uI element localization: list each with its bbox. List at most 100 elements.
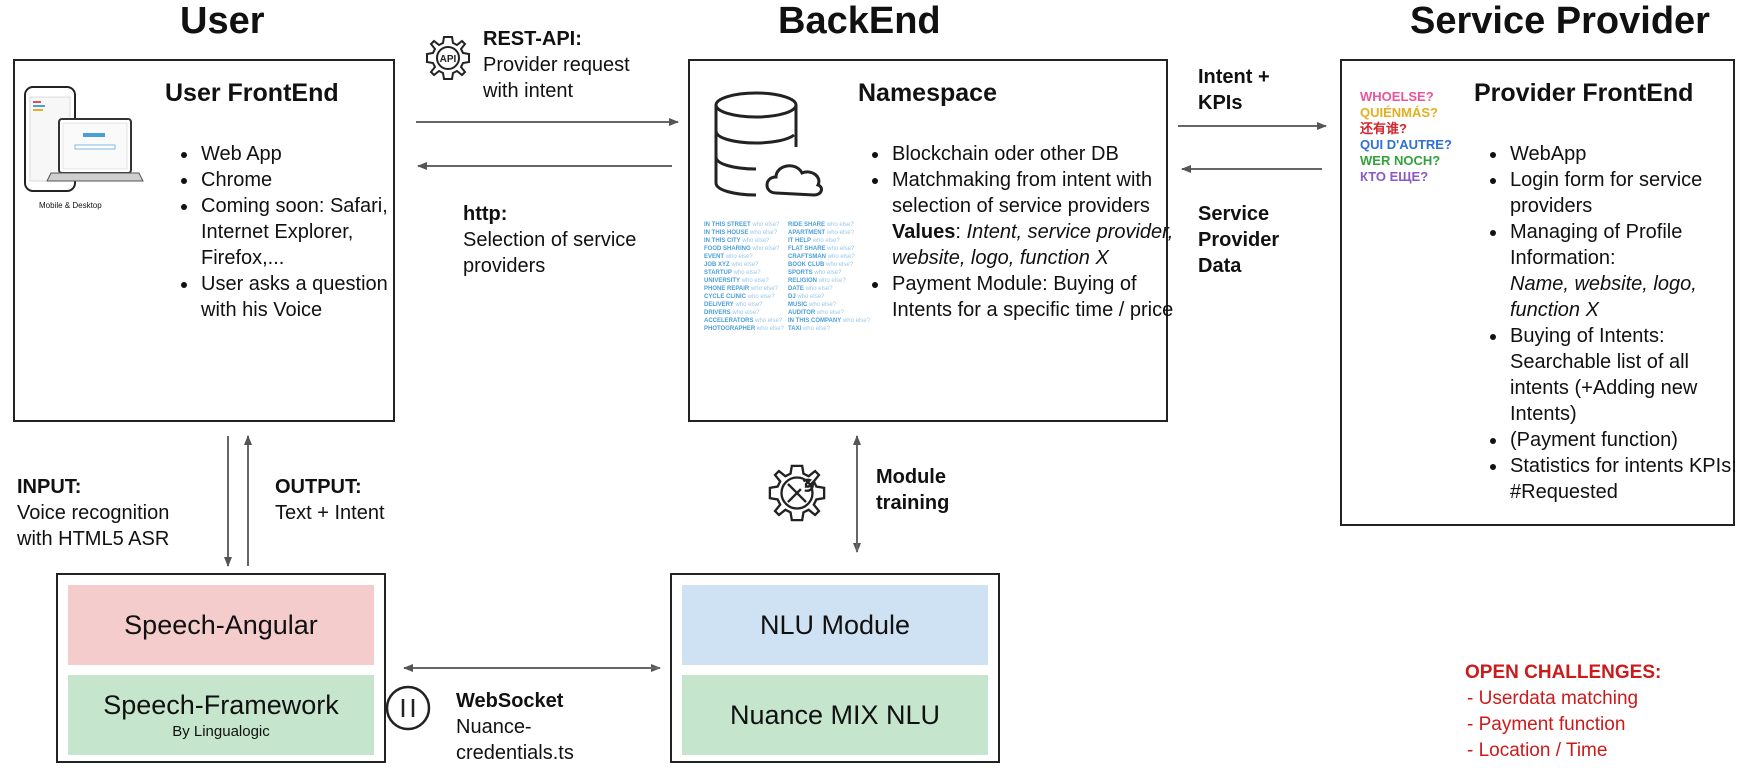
tiny-intent-label: DRIVERS bbox=[704, 310, 731, 316]
websocket-text: Nuance-credentials.ts bbox=[456, 716, 574, 764]
websocket-title: WebSocket bbox=[456, 690, 564, 712]
tiny-intent-suffix: who else? bbox=[742, 238, 770, 244]
header-user: User bbox=[180, 0, 265, 42]
intent-list-thumbnail: IN THIS STREET who else?IN THIS HOUSE wh… bbox=[704, 221, 870, 332]
tiny-intent-suffix: who else? bbox=[814, 270, 842, 276]
tiny-intent-row: FLAT SHARE who else? bbox=[788, 245, 870, 253]
tiny-intent-label: RELIGION bbox=[788, 278, 818, 284]
tiny-intent-suffix: who else? bbox=[741, 278, 769, 284]
list-item: (Payment function) bbox=[1508, 427, 1738, 453]
tiny-intent-suffix: who else? bbox=[750, 230, 778, 236]
list-item: Buying of Intents: Searchable list of al… bbox=[1508, 323, 1738, 427]
http-text: Selection of service providers bbox=[463, 229, 637, 277]
list-item-text: Matchmaking from intent with selection o… bbox=[892, 169, 1153, 217]
tiny-intent-label: APARTMENT bbox=[788, 230, 826, 236]
tiny-intent-label: DJ bbox=[788, 294, 796, 300]
tiny-intent-label: IN THIS COMPANY bbox=[788, 318, 842, 324]
tiny-intent-suffix: who else? bbox=[733, 270, 761, 276]
tiny-intent-label: JOB XYZ bbox=[704, 262, 730, 268]
nuance-block: Nuance MIX NLU bbox=[682, 675, 988, 755]
tiny-intent-suffix: who else? bbox=[826, 222, 854, 228]
tiny-intent-row: ACCELERATORS who else? bbox=[704, 317, 784, 325]
tiny-intent-label: ACCELERATORS bbox=[704, 318, 754, 324]
nlu-module-block: NLU Module bbox=[682, 585, 988, 665]
user-frontend-title: User FrontEnd bbox=[165, 79, 339, 107]
input-title: INPUT: bbox=[17, 476, 82, 498]
list-item: WebApp bbox=[1508, 141, 1738, 167]
tiny-intent-suffix: who else? bbox=[755, 318, 783, 324]
speech-framework-label: Speech-Framework bbox=[103, 690, 339, 720]
namespace-box: IN THIS STREET who else?IN THIS HOUSE wh… bbox=[688, 59, 1173, 422]
speech-framework-block: Speech-Framework By Lingualogic bbox=[68, 675, 374, 755]
device-illustration-icon bbox=[23, 85, 145, 197]
tiny-intent-label: BOOK CLUB bbox=[788, 262, 825, 268]
device-caption: Mobile & Desktop bbox=[39, 201, 102, 210]
logo-line: QUIÉNMÁS? bbox=[1360, 105, 1438, 120]
websocket-icon bbox=[384, 684, 432, 732]
tiny-intent-row: TAXI who else? bbox=[788, 325, 870, 333]
header-service-provider: Service Provider bbox=[1410, 0, 1710, 42]
http-title: http: bbox=[463, 203, 508, 225]
tiny-intent-label: PHOTOGRAPHER bbox=[704, 326, 756, 332]
tiny-intent-row: BOOK CLUB who else? bbox=[788, 261, 870, 269]
list-item: Statistics for intents KPIs: #Requested bbox=[1508, 453, 1738, 505]
speech-box: Speech-Angular Speech-Framework By Lingu… bbox=[56, 573, 386, 763]
logo-line: WER NOCH? bbox=[1360, 153, 1441, 168]
tiny-intent-label: PHONE REPAIR bbox=[704, 286, 750, 292]
module-training-label: Module training bbox=[876, 466, 950, 514]
tiny-intent-row: IT HELP who else? bbox=[788, 237, 870, 245]
tiny-intent-label: EVENT bbox=[704, 254, 725, 260]
tiny-intent-row: MUSIC who else? bbox=[788, 301, 870, 309]
output-text: Text + Intent bbox=[275, 502, 385, 524]
tiny-intent-suffix: who else? bbox=[812, 238, 840, 244]
list-item: Matchmaking from intent with selection o… bbox=[890, 167, 1175, 271]
tiny-intent-suffix: who else? bbox=[750, 286, 778, 292]
whoelse-logo: WHOELSE? QUIÉNMÁS? 还有谁? QUI D'AUTRE? WER… bbox=[1360, 89, 1452, 185]
rest-api-text: Provider request with intent bbox=[483, 54, 630, 102]
tiny-intent-label: RIDE SHARE bbox=[788, 222, 826, 228]
sp-data-label: Service Provider Data bbox=[1198, 203, 1280, 277]
tiny-intent-row: RIDE SHARE who else? bbox=[788, 221, 870, 229]
tiny-intent-label: UNIVERSITY bbox=[704, 278, 741, 284]
logo-line: 还有谁? bbox=[1360, 121, 1407, 136]
tiny-intent-suffix: who else? bbox=[752, 246, 780, 252]
tiny-intent-label: AUDITOR bbox=[788, 310, 816, 316]
provider-frontend-box: WHOELSE? QUIÉNMÁS? 还有谁? QUI D'AUTRE? WER… bbox=[1340, 59, 1738, 526]
tiny-intent-label: MUSIC bbox=[788, 302, 808, 308]
tiny-intent-suffix: who else? bbox=[735, 302, 763, 308]
svg-text:API: API bbox=[440, 54, 457, 65]
namespace-list: Blockchain oder other DB Matchmaking fro… bbox=[866, 141, 1175, 323]
logo-line: КТО ЕЩЕ? bbox=[1360, 169, 1429, 184]
provider-frontend-title: Provider FrontEnd bbox=[1474, 79, 1694, 107]
tiny-intent-suffix: who else? bbox=[805, 286, 833, 292]
values-label: Values bbox=[892, 221, 956, 243]
values-text: Intent, service provider, website, logo,… bbox=[892, 221, 1174, 269]
list-item: Payment Module: Buying of Intents for a … bbox=[890, 271, 1175, 323]
websocket-label: WebSocket Nuance-credentials.ts bbox=[456, 688, 606, 766]
input-label: INPUT: Voice recognition with HTML5 ASR bbox=[17, 474, 207, 552]
challenge-item: - Location / Time bbox=[1467, 740, 1608, 761]
tiny-intent-row: IN THIS COMPANY who else? bbox=[788, 317, 870, 325]
tiny-intent-row: STARTUP who else? bbox=[704, 269, 784, 277]
user-frontend-box: Mobile & Desktop User FrontEnd Web App C… bbox=[13, 59, 395, 422]
api-gear-icon: API bbox=[424, 34, 472, 82]
tiny-intent-row: RELIGION who else? bbox=[788, 277, 870, 285]
tiny-intent-row: JOB XYZ who else? bbox=[704, 261, 784, 269]
challenge-item: - Payment function bbox=[1467, 714, 1626, 735]
logo-line: WHOELSE? bbox=[1360, 89, 1434, 104]
tiny-intent-suffix: who else? bbox=[826, 230, 854, 236]
nlu-box: NLU Module Nuance MIX NLU bbox=[670, 573, 1000, 763]
namespace-title: Namespace bbox=[858, 79, 997, 107]
tiny-intent-row: IN THIS CITY who else? bbox=[704, 237, 784, 245]
tiny-intent-row: UNIVERSITY who else? bbox=[704, 277, 784, 285]
output-label: OUTPUT: Text + Intent bbox=[275, 474, 425, 526]
tiny-intent-label: SPORTS bbox=[788, 270, 813, 276]
list-item: Blockchain oder other DB bbox=[890, 141, 1175, 167]
list-item: Chrome bbox=[199, 167, 399, 193]
tiny-intent-label: STARTUP bbox=[704, 270, 732, 276]
rest-api-label: REST-API: Provider request with intent bbox=[483, 26, 663, 104]
tiny-intent-suffix: who else? bbox=[827, 254, 855, 260]
nlu-module-label: NLU Module bbox=[759, 609, 911, 640]
tiny-intent-suffix: who else? bbox=[725, 254, 753, 260]
list-item: Login form for service providers bbox=[1508, 167, 1738, 219]
